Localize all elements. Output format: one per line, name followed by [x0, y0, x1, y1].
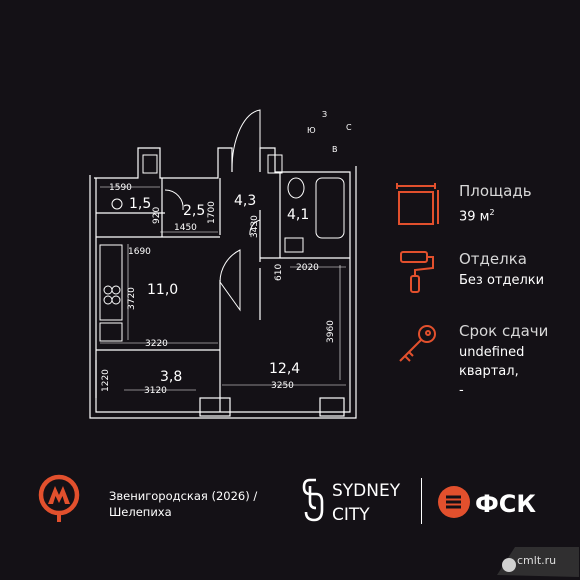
boiler-icon [111, 198, 123, 210]
compass-west: З [322, 110, 327, 119]
dimension-label: 3960 [326, 320, 336, 343]
watermark-badge [497, 547, 579, 577]
dimension-label: 920 [152, 207, 162, 224]
metro-station: Звенигородская (2026) / Шелепиха [109, 488, 257, 520]
room-area-corridor: 4,3 [234, 193, 256, 209]
room-area-bathroom: 4,1 [287, 207, 309, 223]
sydney-line1: SYDNEY [332, 481, 401, 501]
plan-doors [164, 109, 261, 312]
room-area-kitchen: 11,0 [147, 282, 178, 298]
sydney-line2: CITY [332, 505, 370, 525]
area-value-number: 39 м [459, 209, 490, 225]
room-area-bath-small: 1,5 [129, 196, 151, 212]
shaft [142, 154, 158, 174]
sydney-city-logo: SYDNEY CITY [302, 478, 401, 525]
compass-south: Ю [307, 126, 316, 135]
paint-roller-icon [400, 251, 434, 293]
plan-dimension-lines [100, 186, 346, 391]
finish-label: Отделка [459, 250, 527, 268]
dimension-label: 1220 [101, 369, 111, 392]
area-icon [396, 183, 439, 225]
compass-north: С [346, 123, 352, 132]
dimension-label: 3220 [145, 339, 168, 349]
finish-value: Без отделки [459, 273, 545, 288]
plan-walls [89, 147, 357, 419]
room-area-bedroom: 12,4 [269, 361, 300, 377]
metro-icon [38, 474, 80, 522]
deadline-label: Срок сдачи [459, 322, 549, 340]
plan-fixtures [99, 154, 345, 342]
area-value-unit: 2 [489, 208, 495, 217]
metro-station-line2: Шелепиха [109, 505, 172, 519]
shaft [267, 154, 283, 174]
dimension-label: 3250 [271, 381, 294, 391]
footer-divider [421, 478, 422, 524]
dimension-label: 1450 [174, 223, 197, 233]
deadline-value-line3: - [459, 383, 464, 398]
key-icon [399, 325, 436, 362]
fsk-text: ФСК [475, 490, 536, 518]
room-area-hall: 2,5 [183, 203, 205, 219]
metro-station-line1: Звенигородская (2026) / [109, 489, 258, 503]
dimension-label: 3430 [250, 215, 260, 238]
kitchen-counter [99, 244, 123, 321]
dimension-label: 3120 [144, 386, 167, 396]
toilet-icon [287, 177, 305, 199]
area-label: Площадь [459, 182, 532, 200]
bathtub-icon [315, 177, 345, 239]
dimension-label: 3720 [127, 287, 137, 310]
dimension-label: 610 [274, 264, 284, 281]
deadline-value-line2: квартал, [459, 364, 519, 379]
deadline-value-line1: undefined [459, 345, 525, 360]
area-value: 39 м2 [459, 203, 495, 226]
compass-east: В [332, 145, 338, 154]
stove-icon [99, 322, 123, 342]
fsk-logo: ФСК [438, 486, 536, 518]
dimension-label: 1690 [128, 247, 151, 257]
watermark-text: cmlt.ru [517, 554, 557, 567]
deadline-value: undefined квартал, - [459, 343, 524, 400]
dimension-label: 1700 [207, 201, 217, 224]
dimension-label: 1590 [109, 183, 132, 193]
room-area-balcony: 3,8 [160, 369, 182, 385]
dimension-label: 2020 [296, 263, 319, 273]
sink-icon [284, 237, 304, 253]
